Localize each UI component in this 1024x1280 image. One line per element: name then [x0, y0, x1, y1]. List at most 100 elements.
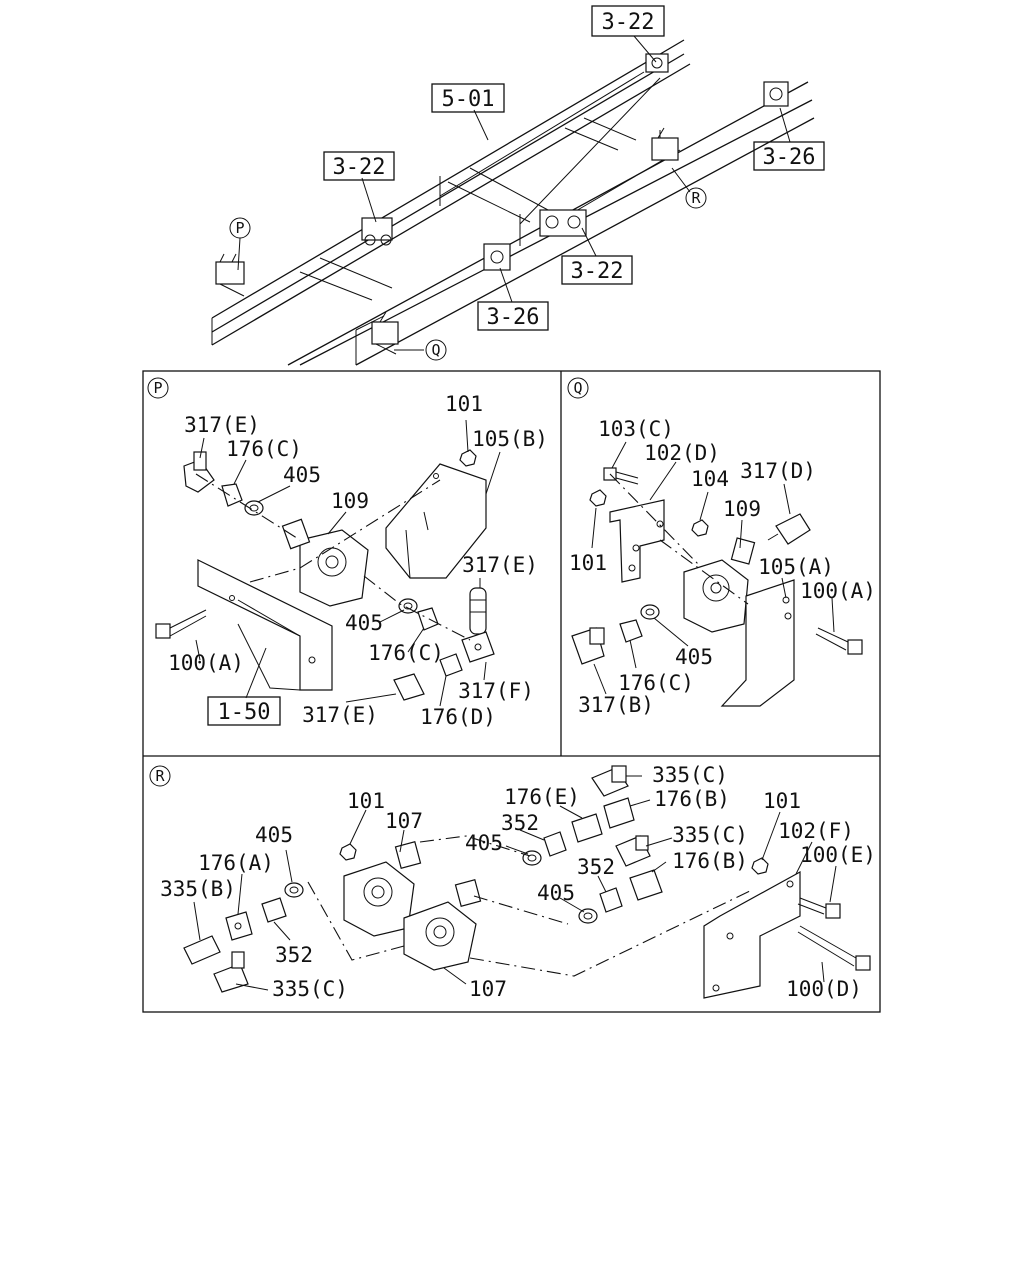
valve-p-overview [215, 253, 245, 297]
fitting-176d [439, 653, 463, 677]
ref-box-1-50[interactable]: 1-50 [207, 696, 281, 726]
label-103c: 103(C) [598, 417, 674, 441]
bolt-100e [797, 897, 841, 919]
label-405: 405 [283, 463, 321, 487]
label-176d: 176(D) [420, 705, 496, 729]
label-176c: 176(C) [226, 437, 302, 461]
svg-text:3-26: 3-26 [763, 145, 816, 170]
svg-text:3-22: 3-22 [602, 10, 655, 35]
label-317f: 317(F) [458, 679, 534, 703]
ref-box-3-26-bottom[interactable]: 3-26 [477, 301, 549, 331]
relay-valve-107-lower [403, 879, 482, 971]
fitting-176c-q [619, 619, 643, 643]
label-317b: 317(B) [578, 693, 654, 717]
ref-box-3-22-left[interactable]: 3-22 [323, 151, 395, 181]
bolt-100d [797, 925, 871, 971]
label-405: 405 [675, 645, 713, 669]
label-102d: 102(D) [644, 441, 720, 465]
marker-q-detail: Q [567, 377, 589, 399]
label-100d: 100(D) [786, 977, 862, 1001]
panel-p: P 101 10 [147, 377, 548, 729]
label-335c: 335(C) [672, 823, 748, 847]
svg-text:R: R [155, 767, 165, 785]
tee-317f [461, 631, 495, 663]
bolt-100a-q [815, 627, 863, 655]
nut-101-r1 [339, 843, 357, 861]
tee-176a [225, 911, 253, 941]
label-405: 405 [255, 823, 293, 847]
ref-box-5-01[interactable]: 5-01 [431, 83, 505, 113]
label-317e: 317(E) [302, 703, 378, 727]
marker-q-overview: Q [425, 339, 447, 361]
label-335c: 335(C) [272, 977, 348, 1001]
elbow-317e-p2 [393, 673, 425, 701]
label-105a: 105(A) [758, 555, 834, 579]
label-352: 352 [501, 811, 539, 835]
ref-box-3-26-right[interactable]: 3-26 [753, 141, 825, 171]
label-109: 109 [723, 497, 761, 521]
marker-r-detail: R [149, 765, 171, 787]
svg-text:3-22: 3-22 [333, 155, 386, 180]
svg-text:Q: Q [431, 341, 440, 359]
label-104: 104 [691, 467, 729, 491]
washer-405-p1 [244, 500, 264, 516]
label-107: 107 [469, 977, 507, 1001]
washer-405-p2 [398, 598, 418, 614]
nut-101-p [459, 449, 477, 467]
label-109: 109 [331, 489, 369, 513]
label-101: 101 [347, 789, 385, 813]
label-176a: 176(A) [198, 851, 274, 875]
label-102f: 102(F) [778, 819, 854, 843]
washer-405-r1 [522, 850, 542, 866]
label-107: 107 [385, 809, 423, 833]
fitting-352-left [261, 897, 287, 923]
label-105b: 105(B) [472, 427, 548, 451]
label-100e: 100(E) [800, 843, 876, 867]
svg-text:R: R [691, 189, 701, 207]
valve-q-overview [371, 311, 399, 355]
fitting-176c-p2 [417, 607, 439, 631]
washer-405-q [640, 604, 660, 620]
washer-405-r3 [284, 882, 304, 898]
connector-335b [183, 935, 221, 965]
marker-p-overview: P [229, 217, 251, 239]
elbow-335c-bottom [213, 951, 249, 993]
relay-valve-107-upper [343, 841, 422, 937]
svg-text:Q: Q [573, 379, 582, 397]
label-100a: 100(A) [800, 579, 876, 603]
label-176b: 176(B) [654, 787, 730, 811]
overview-leaders [237, 35, 791, 351]
label-176b: 176(B) [672, 849, 748, 873]
svg-text:3-26: 3-26 [487, 305, 540, 330]
ref-box-3-22-top[interactable]: 3-22 [591, 5, 665, 37]
panel-q: Q 103(C) 102(D) 104 317(D) 109 [567, 377, 876, 717]
tee-176b-top [603, 797, 635, 829]
bracket-102d [609, 499, 665, 583]
bracket-102f [703, 870, 801, 999]
bracket-1-50 [197, 559, 333, 691]
bolt-100a-p [155, 609, 207, 639]
elbow-317e-p1 [183, 451, 215, 493]
valve-r-overview [651, 127, 679, 161]
label-101: 101 [445, 392, 483, 416]
ref-box-3-22-bottom[interactable]: 3-22 [561, 255, 633, 285]
label-317e: 317(E) [184, 413, 260, 437]
fitting-176e [571, 813, 603, 843]
relay-valve-109-q [683, 537, 756, 633]
fitting-352-mid [599, 887, 623, 913]
panel-r: R [149, 763, 876, 1001]
tee-176b-mid [629, 869, 663, 901]
label-405: 405 [345, 611, 383, 635]
fitting-176c-p1 [221, 483, 243, 507]
label-100a: 100(A) [168, 651, 244, 675]
label-405: 405 [465, 831, 503, 855]
marker-r-overview: R [685, 187, 707, 209]
marker-p-detail: P [147, 377, 169, 399]
label-176c: 176(C) [368, 641, 444, 665]
label-176e: 176(E) [504, 785, 580, 809]
label-101: 101 [569, 551, 607, 575]
valve-3-26-upper [763, 81, 789, 107]
label-176c: 176(C) [618, 671, 694, 695]
label-317d: 317(D) [740, 459, 816, 483]
svg-text:P: P [235, 219, 244, 237]
